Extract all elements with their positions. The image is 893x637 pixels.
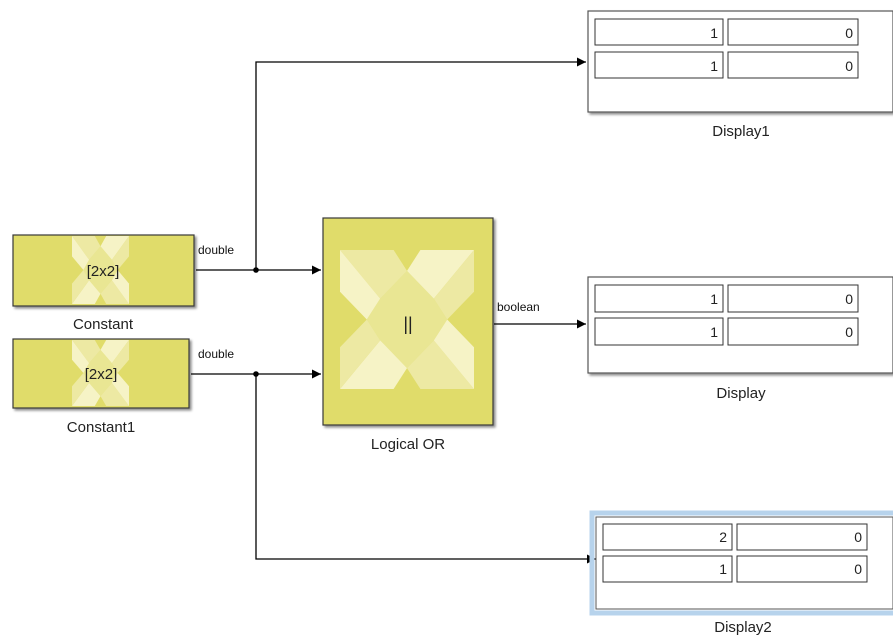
logical-or-operator: || xyxy=(403,314,412,334)
display2-block[interactable]: 2 0 1 0 xyxy=(589,510,893,616)
display2-value-r1c1: 2 xyxy=(719,529,727,545)
signal-label-or-output: boolean xyxy=(497,300,540,314)
wire-branch-to-display2[interactable] xyxy=(255,374,596,564)
display2-value-r1c2: 0 xyxy=(854,529,862,545)
display-label: Display xyxy=(716,385,766,402)
display2-value-r2c2: 0 xyxy=(854,561,862,577)
display-value-r2c2: 0 xyxy=(845,324,853,340)
constant1-label: Constant1 xyxy=(67,419,135,436)
signal-label-constant: double xyxy=(198,243,234,257)
display-value-r1c1: 1 xyxy=(710,291,718,307)
display-cell-r2c2 xyxy=(727,317,859,346)
constant1-block[interactable]: [2x2] xyxy=(12,338,190,409)
constant1-value: [2x2] xyxy=(85,366,118,383)
display-block[interactable]: 1 0 1 0 xyxy=(587,276,893,374)
wire-branch-to-display1[interactable] xyxy=(255,57,586,270)
display1-cell-r1c1 xyxy=(594,18,724,46)
display-value-r1c2: 0 xyxy=(845,291,853,307)
branch-point-2 xyxy=(253,371,259,377)
display1-label: Display1 xyxy=(712,123,770,140)
constant-value: [2x2] xyxy=(87,263,120,280)
display1-value-r2c2: 0 xyxy=(845,58,853,74)
display2-selection-highlight xyxy=(589,510,893,616)
display2-cell-r1c1 xyxy=(602,523,733,551)
display1-value-r2c1: 1 xyxy=(710,58,718,74)
display-cell-r1c2 xyxy=(727,284,859,313)
logical-or-label: Logical OR xyxy=(371,436,445,453)
display2-cell-r2c2 xyxy=(736,555,868,583)
display-cell-r1c1 xyxy=(594,284,724,313)
display1-cell-r1c2 xyxy=(727,18,859,46)
display-value-r2c1: 1 xyxy=(710,324,718,340)
display2-label: Display2 xyxy=(714,619,772,636)
display1-block[interactable]: 1 0 1 0 xyxy=(587,10,893,113)
display-cell-r2c1 xyxy=(594,317,724,346)
display1-value-r1c2: 0 xyxy=(845,25,853,41)
display2-value-r2c1: 1 xyxy=(719,561,727,577)
display1-value-r1c1: 1 xyxy=(710,25,718,41)
display2-cell-r1c2 xyxy=(736,523,868,551)
signal-label-constant1: double xyxy=(198,347,234,361)
branch-point-1 xyxy=(253,267,259,273)
display1-cell-r2c1 xyxy=(594,51,724,79)
constant-block[interactable]: [2x2] xyxy=(12,234,195,307)
signal-lines xyxy=(191,57,596,564)
display2-cell-r2c1 xyxy=(602,555,733,583)
logical-or-block[interactable]: || xyxy=(322,217,494,426)
display1-cell-r2c2 xyxy=(727,51,859,79)
constant-label: Constant xyxy=(73,316,134,333)
